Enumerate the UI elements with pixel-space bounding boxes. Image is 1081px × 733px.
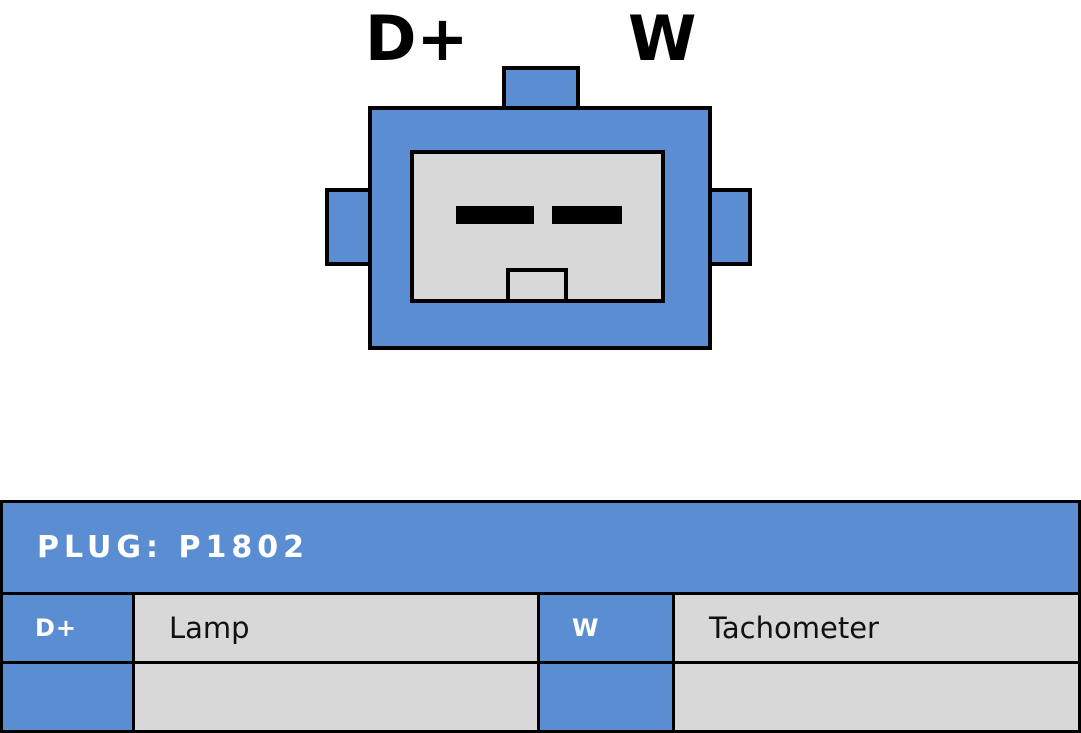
pin-slot-left-icon <box>456 206 534 224</box>
pin-label-dplus: D+ <box>365 2 469 75</box>
connector-diagram: D+ W <box>325 8 755 358</box>
connector-right-tab <box>708 188 752 266</box>
cell-empty-gray-2 <box>675 664 1078 730</box>
connector-left-tab <box>325 188 375 266</box>
table-row-pins: D+ Lamp W Tachometer <box>3 595 1078 664</box>
pin-slot-right-icon <box>552 206 622 224</box>
plug-table-title: PLUG: P1802 <box>3 503 1078 595</box>
pin-label-w: W <box>628 2 697 75</box>
cell-pin-w: W <box>540 595 675 661</box>
plug-table: PLUG: P1802 D+ Lamp W Tachometer <box>0 500 1081 733</box>
cell-empty-blue-2 <box>540 664 675 730</box>
cell-empty-gray-1 <box>135 664 540 730</box>
cell-empty-blue-1 <box>3 664 135 730</box>
cell-function-lamp: Lamp <box>135 595 540 661</box>
connector-keying-notch <box>506 268 568 299</box>
connector-inner-socket <box>410 150 665 303</box>
cell-pin-dplus: D+ <box>3 595 135 661</box>
table-row-empty <box>3 664 1078 730</box>
cell-function-tachometer: Tachometer <box>675 595 1078 661</box>
